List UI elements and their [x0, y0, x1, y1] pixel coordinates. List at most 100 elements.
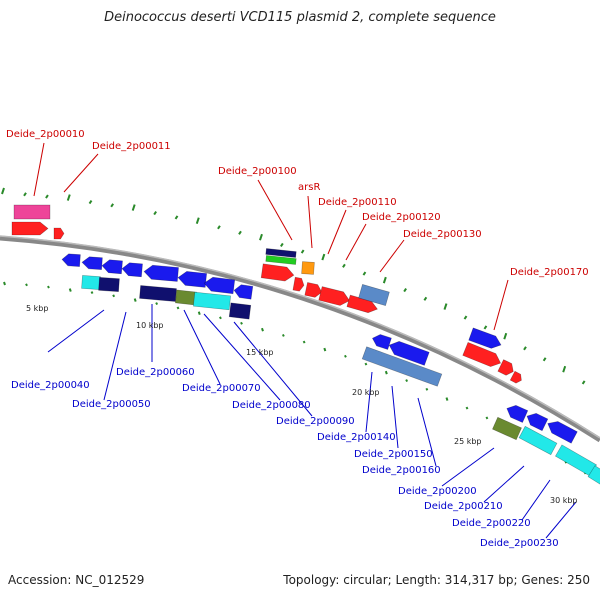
- gc-tick-inner: [323, 347, 327, 352]
- gene-Deide_2p00011: [11, 221, 49, 236]
- gene-fwd-e: [509, 370, 522, 384]
- gc-tick-outer: [45, 194, 49, 199]
- gc-tick-outer: [110, 203, 114, 208]
- reverse-leader-line: [183, 309, 221, 385]
- scale-label: 30 kbp: [550, 496, 578, 505]
- scale-label: 25 kbp: [454, 437, 482, 446]
- gc-tick-outer: [423, 296, 428, 301]
- forward-leader-line: [33, 142, 45, 197]
- forward-leader-line: [345, 223, 367, 261]
- topology-summary: Topology: circular; Length: 314,317 bp; …: [283, 573, 590, 587]
- reverse-gene-label: Deide_2p00060: [116, 367, 195, 378]
- reverse-gene-label: Deide_2p00070: [182, 383, 261, 394]
- reverse-gene-label: Deide_2p00140: [317, 432, 396, 443]
- gene-rev-200b: [526, 413, 549, 432]
- gc-tick-outer: [523, 346, 527, 351]
- forward-gene-label: Deide_2p00011: [92, 141, 171, 152]
- gc-tick-outer: [131, 204, 136, 211]
- gc-content-ticks: [1, 187, 587, 475]
- forward-gene-label: Deide_2p00010: [6, 129, 85, 140]
- gene-rev-8: [233, 284, 254, 300]
- gene-Deide_2p00130: [358, 284, 390, 306]
- reverse-gene-label: Deide_2p00050: [72, 399, 151, 410]
- gc-tick-inner: [302, 340, 306, 344]
- gc-tick-inner: [176, 306, 180, 310]
- gc-tick-outer: [23, 192, 27, 197]
- gene-Deide_2p00110: [304, 282, 323, 298]
- gc-tick-inner: [425, 387, 429, 391]
- gc-tick-outer: [88, 199, 93, 205]
- forward-gene-label: Deide_2p00120: [362, 212, 441, 223]
- gene-Deide_2p00050: [98, 276, 120, 293]
- reverse-leader-line: [365, 371, 373, 433]
- gc-tick-outer: [581, 380, 586, 385]
- gene-Deide_2p00100: [265, 255, 297, 265]
- forward-gene-label: Deide_2p00110: [318, 197, 397, 208]
- gc-tick-outer: [321, 253, 326, 261]
- gc-tick-outer: [66, 194, 71, 201]
- gc-tick-inner: [155, 302, 159, 306]
- reverse-leader-line: [233, 321, 313, 417]
- gc-tick-outer: [562, 365, 567, 373]
- gene-Deide_2p00150: [388, 340, 430, 366]
- gc-tick-inner: [344, 354, 347, 358]
- gene-rev-7: [203, 276, 236, 295]
- gc-tick-inner: [25, 283, 28, 287]
- gene-Deide_2p00120: [318, 286, 350, 306]
- gc-tick-outer: [280, 242, 284, 248]
- gene-Deide_2p00170: [468, 327, 502, 349]
- gc-tick-outer: [195, 217, 200, 225]
- reverse-leader-line: [103, 311, 127, 401]
- gene-Deide_2p00080: [193, 291, 231, 311]
- gene-fwd-small: [53, 227, 65, 240]
- gene-rev-4: [121, 262, 143, 278]
- forward-leader-line: [257, 179, 293, 241]
- gc-tick-inner: [133, 298, 137, 302]
- scale-label: 10 kbp: [136, 321, 164, 330]
- gene-arsR: [301, 261, 315, 275]
- gene-fwd-b: [292, 276, 305, 292]
- gc-tick-inner: [112, 294, 116, 298]
- gene-Deide_2p00160: [361, 346, 443, 387]
- gc-tick-outer: [153, 211, 157, 216]
- reverse-gene-label: Deide_2p00150: [354, 449, 433, 460]
- reverse-gene-label: Deide_2p00080: [232, 400, 311, 411]
- gc-tick-inner: [3, 281, 6, 286]
- gc-tick-outer: [542, 357, 547, 362]
- gc-tick-inner: [445, 397, 449, 401]
- gc-tick-outer: [238, 230, 242, 235]
- forward-gene-label: arsR: [298, 182, 320, 193]
- forward-leader-line: [379, 239, 405, 273]
- gc-tick-outer: [1, 187, 5, 195]
- label-leader-lines: [33, 142, 577, 539]
- scale-label: 15 kbp: [246, 348, 274, 357]
- gc-tick-inner: [219, 316, 222, 320]
- gene-rev-200c: [547, 421, 578, 444]
- gc-tick-outer: [174, 215, 179, 220]
- gc-tick-inner: [281, 334, 285, 337]
- reverse-gene-label: Deide_2p00090: [276, 416, 355, 427]
- reverse-gene-label: Deide_2p00210: [424, 501, 503, 512]
- gene-Deide_2p00220: [555, 444, 597, 477]
- forward-gene-label: Deide_2p00170: [510, 267, 589, 278]
- forward-leader-line: [493, 279, 509, 331]
- gene-Deide_2p00100-dark: [265, 248, 297, 258]
- gene-fwd-c: [462, 342, 502, 367]
- plasmid-backbone: [0, 235, 600, 443]
- gene-rev-5: [143, 264, 179, 282]
- gc-tick-outer: [362, 271, 367, 276]
- forward-leader-line: [63, 153, 99, 193]
- reverse-leader-line: [391, 385, 399, 449]
- gene-rev-3: [101, 259, 123, 275]
- gc-tick-outer: [342, 263, 346, 268]
- gene-Deide_2p00040: [81, 275, 101, 290]
- gene-Deide_2p00230: [587, 465, 600, 488]
- gc-tick-outer: [217, 225, 221, 230]
- gc-tick-inner: [197, 311, 201, 316]
- gene-Deide_2p00060: [139, 285, 177, 302]
- gc-tick-outer: [443, 303, 448, 310]
- reverse-leader-line: [441, 447, 495, 487]
- reverse-gene-label: Deide_2p00220: [452, 518, 531, 529]
- reverse-leader-line: [483, 465, 525, 503]
